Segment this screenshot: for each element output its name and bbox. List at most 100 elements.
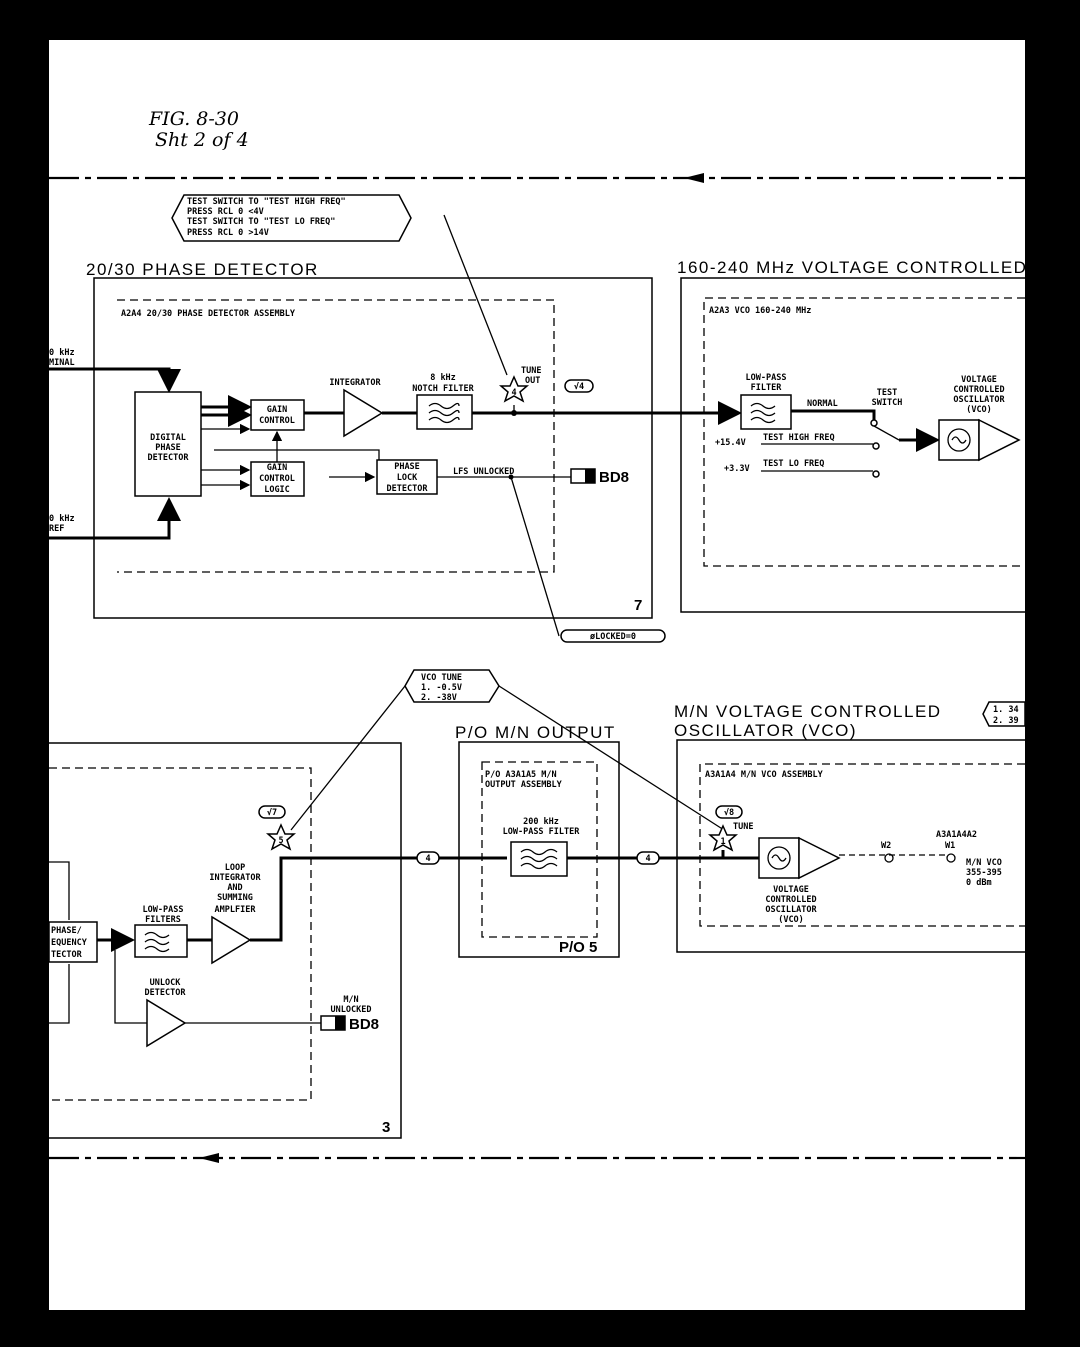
test-lo-freq-label: TEST LO FREQ xyxy=(763,459,824,469)
svg-text:UNLOCK: UNLOCK xyxy=(150,978,182,988)
svg-text:PRESS RCL 0 >14V: PRESS RCL 0 >14V xyxy=(187,228,269,238)
phase-detector-title: 20/30 PHASE DETECTOR xyxy=(86,260,319,279)
phase-detector-assembly-label: A2A4 20/30 PHASE DETECTOR ASSEMBLY xyxy=(121,309,296,319)
svg-text:√7: √7 xyxy=(267,808,277,818)
loop-section-frame xyxy=(49,742,402,1139)
vco-160-lowpass-block xyxy=(740,394,792,430)
svg-text:1: 1 xyxy=(720,837,725,847)
svg-text:CONTROL: CONTROL xyxy=(259,416,295,426)
loop-lowpass-block xyxy=(134,924,188,958)
svg-text:NOTCH FILTER: NOTCH FILTER xyxy=(412,384,474,394)
mn-vco-assembly-label: A3A1A4 M/N VCO ASSEMBLY xyxy=(705,770,824,780)
sheet-annotation: Sht 2 of 4 xyxy=(155,129,249,151)
integrator-amp xyxy=(343,388,384,438)
svg-text:VOLTAGE: VOLTAGE xyxy=(961,375,997,385)
svg-text:UNLOCKED: UNLOCKED xyxy=(331,1005,372,1015)
mn-output-frame xyxy=(458,741,620,958)
svg-text:OUTPUT ASSEMBLY: OUTPUT ASSEMBLY xyxy=(485,780,563,790)
test-note: TEST SWITCH TO "TEST HIGH FREQ" PRESS RC… xyxy=(171,194,412,242)
mn-vco-title: M/N VOLTAGE CONTROLLED xyxy=(674,702,942,721)
test-note-leader xyxy=(443,214,508,376)
svg-text:PRESS RCL 0 <4V: PRESS RCL 0 <4V xyxy=(187,207,264,217)
svg-text:GAIN: GAIN xyxy=(267,463,287,473)
locked-flag xyxy=(560,629,666,643)
lfs-unlocked-label: LFS UNLOCKED xyxy=(453,467,514,477)
top-border-arrow xyxy=(684,173,704,183)
oscillator-icon xyxy=(951,436,967,444)
svg-text:øLOCKED=0: øLOCKED=0 xyxy=(590,632,636,642)
svg-text:OUT: OUT xyxy=(525,376,540,386)
svg-text:LOCK: LOCK xyxy=(397,473,418,483)
svg-text:LOGIC: LOGIC xyxy=(264,485,290,495)
svg-text:P/O A3A1A5 M/N: P/O A3A1A5 M/N xyxy=(485,770,557,780)
svg-text:200 kHz: 200 kHz xyxy=(523,817,559,827)
w1-connector xyxy=(946,853,956,863)
svg-text:0 dBm: 0 dBm xyxy=(966,878,992,888)
svg-text:(VCO): (VCO) xyxy=(778,915,804,925)
mn-output-title: P/O M/N OUTPUT xyxy=(455,723,616,742)
mn-vco-assembly-outline xyxy=(699,763,1025,927)
notch-filter-label: 8 kHz xyxy=(430,373,456,383)
svg-text:PHASE/: PHASE/ xyxy=(51,926,82,936)
svg-text:1. 34: 1. 34 xyxy=(993,705,1019,715)
svg-text:OSCILLATOR: OSCILLATOR xyxy=(765,905,817,915)
svg-text:1. -0.5V: 1. -0.5V xyxy=(421,683,462,693)
svg-text:PHASE: PHASE xyxy=(394,462,420,472)
svg-text:INTEGRATOR: INTEGRATOR xyxy=(209,873,261,883)
vco-160-title: 160-240 MHz VOLTAGE CONTROLLED xyxy=(677,258,1025,277)
loop-assembly-outline xyxy=(49,767,312,1101)
test-switch-label: TEST xyxy=(877,388,897,398)
gain-control-block xyxy=(250,399,305,431)
testpoint-5-star xyxy=(265,823,297,851)
filter-icon xyxy=(428,402,460,424)
phase-detector-number: 7 xyxy=(634,597,642,614)
svg-text:DIGITAL: DIGITAL xyxy=(150,433,186,443)
svg-text:4: 4 xyxy=(645,854,650,864)
test-high-freq-label: TEST HIGH FREQ xyxy=(763,433,835,443)
input-bottom-label: 0 kHz xyxy=(49,514,75,524)
vco-tune-note: VCO TUNE 1. -0.5V 2. -38V xyxy=(404,669,500,703)
block-diagram: FIG. 8-30 Sht 2 of 4 TEST SWITCH TO "TES… xyxy=(49,108,1025,1163)
phase-detector-assembly-outline xyxy=(117,299,555,573)
svg-text:5: 5 xyxy=(278,836,283,846)
svg-text:TEST SWITCH TO "TEST LO FREQ": TEST SWITCH TO "TEST LO FREQ" xyxy=(187,217,335,227)
svg-text:DETECTOR: DETECTOR xyxy=(145,988,187,998)
phase-lock-detector-block xyxy=(376,459,438,495)
input-top-label: 0 kHz xyxy=(49,348,75,358)
svg-text:OSCILLATOR: OSCILLATOR xyxy=(953,395,1005,405)
svg-text:PHASE: PHASE xyxy=(155,443,181,453)
vco-160-assembly-label: A2A3 VCO 160-240 MHz xyxy=(709,306,811,316)
unlock-detector xyxy=(146,998,187,1048)
svg-text:SWITCH: SWITCH xyxy=(872,398,903,408)
svg-text:CONTROL: CONTROL xyxy=(259,474,295,484)
svg-text:(VCO): (VCO) xyxy=(966,405,992,415)
svg-text:MINAL: MINAL xyxy=(49,358,75,368)
fig-annotation: FIG. 8-30 xyxy=(148,108,239,130)
phase-frequency-detector xyxy=(49,921,98,963)
svg-text:M/N: M/N xyxy=(343,995,358,1005)
testpoint-1-star xyxy=(707,824,739,852)
vco-160-frame xyxy=(680,277,1025,613)
svg-text:REF: REF xyxy=(49,524,64,534)
svg-text:BD8: BD8 xyxy=(349,1016,379,1033)
svg-text:LOW-PASS FILTER: LOW-PASS FILTER xyxy=(503,827,581,837)
svg-text:AMPLFIER: AMPLFIER xyxy=(215,905,257,915)
mn-vco-side-note xyxy=(982,701,1025,727)
svg-text:TECTOR: TECTOR xyxy=(51,950,83,960)
mn-vco-frame xyxy=(676,739,1025,953)
svg-text:BD8: BD8 xyxy=(599,469,629,486)
mn-vco-output-label: M/N VCO xyxy=(966,858,1002,868)
mn-output-lowpass-block xyxy=(510,841,568,877)
svg-text:+3.3V: +3.3V xyxy=(724,464,750,474)
svg-text:4: 4 xyxy=(425,854,430,864)
loop-section-number: 3 xyxy=(382,1119,390,1136)
svg-text:SUMMING: SUMMING xyxy=(217,893,253,903)
svg-text:LOW-PASS: LOW-PASS xyxy=(746,373,787,383)
normal-label: NORMAL xyxy=(807,399,838,409)
svg-text:CONTROLLED: CONTROLLED xyxy=(765,895,816,905)
svg-text:CONTROLLED: CONTROLLED xyxy=(953,385,1004,395)
tune-label: TUNE xyxy=(733,822,753,832)
svg-text:DETECTOR: DETECTOR xyxy=(148,453,190,463)
svg-text:+15.4V: +15.4V xyxy=(715,438,746,448)
svg-text:FILTERS: FILTERS xyxy=(145,915,181,925)
